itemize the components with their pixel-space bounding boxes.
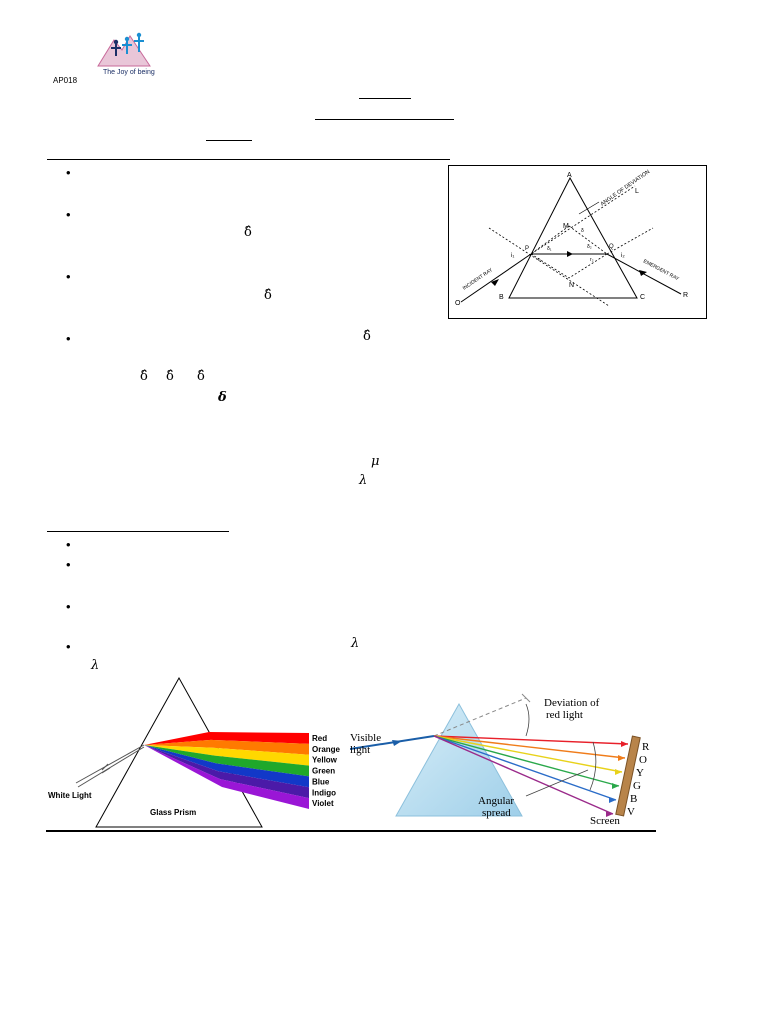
spread-ray-r (433, 735, 629, 745)
mu-symbol: μ (371, 454, 380, 469)
angle-d1-label: δ₁ (547, 246, 552, 252)
title-underline (359, 98, 411, 99)
white-light-label: White Light (48, 791, 92, 800)
spectrum-label-red: Red (312, 734, 327, 743)
section-rule (47, 159, 450, 160)
spread-ray-arrowhead (609, 797, 616, 803)
vertex-b-label: B (499, 294, 504, 301)
spread-ray-g (433, 735, 620, 787)
bullet-marker: • (66, 331, 71, 346)
spread-ray-o (433, 735, 626, 759)
spectrum-label-indigo: Indigo (312, 788, 336, 797)
screen-color-letter-y: Y (636, 767, 644, 779)
lambda-symbol: λ (351, 636, 360, 651)
point-n-label: N (569, 282, 574, 289)
angle-r2-label: r₂ (590, 257, 594, 263)
point-o-label: O (455, 300, 461, 307)
spectrum-label-violet: Violet (312, 799, 334, 808)
delta-symbol: δ̂ (140, 369, 148, 384)
spectrum-label-green: Green (312, 767, 335, 776)
angular-spread-label-line2: spread (482, 807, 511, 819)
spread-ray-arrowhead (606, 811, 613, 817)
angular-spread-label-line1: Angular (478, 795, 514, 807)
spread-ray-arrowhead (621, 741, 628, 747)
visible-light-label-line2: light (350, 744, 370, 756)
bullet-marker: • (66, 207, 71, 222)
point-r-label: R (683, 292, 688, 299)
vertex-a-label: A (567, 172, 572, 179)
bullet-marker: • (66, 269, 71, 284)
subtitle-underline (315, 119, 454, 120)
spectrum-band-indigo (144, 745, 309, 799)
spread-ray-v (433, 735, 614, 815)
delta-symbol: δ̂ (264, 288, 272, 303)
spread-ray-arrowhead (615, 769, 622, 775)
screen-color-letter-r: R (642, 741, 650, 753)
screen-color-letter-o: O (639, 754, 647, 766)
angle-of-deviation-label: ANGLE OF DEVIATION (600, 169, 651, 208)
organization-logo (94, 30, 158, 82)
bullet-marker: • (66, 599, 71, 614)
spread-ray-arrowhead (612, 783, 619, 789)
emergent-ray-label: EMERGENT RAY (642, 258, 680, 282)
spectrum-band-yellow (144, 745, 309, 766)
angle-delta-label: δ (581, 228, 584, 234)
delta-bold-symbol: δ (218, 390, 227, 405)
bottom-rule (46, 830, 656, 832)
angle-d2-label: δ₂ (587, 244, 592, 250)
vertex-c-label: C (640, 294, 645, 301)
prism-deviation-diagram: A B C L M N P Q O R ANGLE OF DEVIATION I… (448, 165, 707, 319)
delta-symbol: δ̂ (244, 225, 252, 240)
heading-underline (206, 140, 252, 141)
angular-spread-diagram: Visible light Deviation of red light Ang… (349, 690, 660, 828)
spectrum-label-blue: Blue (312, 777, 330, 786)
screen-color-letter-b: B (630, 793, 637, 805)
delta-symbol: δ̂ (197, 369, 205, 384)
screen-color-letter-g: G (633, 780, 641, 792)
lambda-symbol: λ (91, 658, 100, 673)
bullet-marker: • (66, 537, 71, 552)
point-q-label: Q (609, 244, 614, 250)
incident-ray-label: INCIDENT RAY (462, 267, 495, 292)
spread-ray-y (433, 735, 623, 773)
bullet-marker: • (66, 557, 71, 572)
spectrum-label-orange: Orange (312, 745, 341, 754)
point-l-label: L (635, 188, 639, 195)
section2-heading-underline (47, 531, 229, 532)
screen-label: Screen (590, 815, 620, 827)
angle-i1-label: i₁ (511, 253, 514, 259)
deviation-label-line2: red light (546, 709, 583, 721)
document-code: AP018 (53, 76, 78, 85)
spectrum-band-red (144, 732, 309, 745)
bullet-marker: • (66, 639, 71, 654)
spectrum-band-green (144, 745, 309, 777)
spectrum-band-orange (144, 739, 309, 755)
logo-tagline: The Joy of being (103, 69, 155, 76)
spectrum-label-yellow: Yellow (312, 756, 338, 765)
delta-symbol: δ̂ (363, 329, 371, 344)
spectrum-band-blue (144, 745, 309, 788)
visible-light-label-line1: Visible (350, 732, 381, 744)
spread-ray-arrowhead (618, 755, 625, 761)
delta-symbol: δ̂ (166, 369, 174, 384)
bullet-marker: • (66, 165, 71, 180)
lambda-symbol: λ (359, 473, 368, 488)
spread-ray-b (433, 735, 617, 801)
glass-prism-label: Glass Prism (150, 808, 196, 817)
spectrum-band-violet (144, 745, 309, 809)
angle-r1-label: r₁ (538, 257, 542, 263)
point-m-label: M (563, 223, 569, 230)
point-p-label: P (525, 246, 529, 252)
angle-i2-label: i₂ (621, 253, 625, 259)
deviation-label-line1: Deviation of (544, 697, 600, 709)
screen-color-letter-v: V (627, 806, 635, 818)
